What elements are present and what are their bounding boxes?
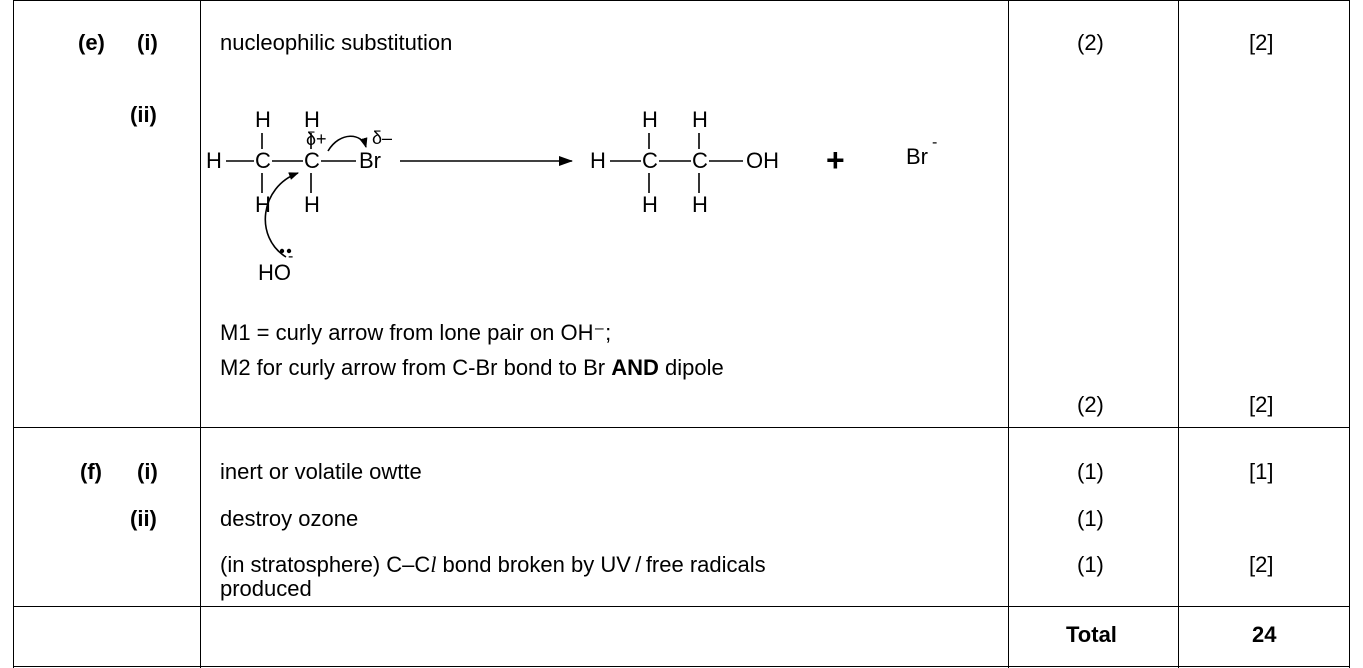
atom-h-left: H — [206, 148, 222, 173]
product-h-bottom-2: H — [692, 192, 708, 217]
total-e-ii: [2] — [1249, 392, 1274, 417]
column-divider-2 — [1008, 0, 1009, 668]
atom-c-1: C — [255, 148, 271, 173]
total-e-i: [2] — [1249, 30, 1274, 55]
bromide-charge: - — [932, 134, 937, 151]
total-f-ii: [2] — [1249, 552, 1274, 577]
total-f-i: [1] — [1249, 459, 1274, 484]
m2-note: M2 for curly arrow from C-Br bond to Br … — [220, 355, 724, 380]
answer-f-ii-2: (in stratosphere) C–Cl bond broken by UV… — [220, 552, 766, 577]
column-divider-1 — [200, 0, 201, 668]
atom-h-top-1: H — [255, 107, 271, 132]
sub-label-e-ii: (ii) — [130, 102, 157, 127]
hydroxide-charge: - — [288, 248, 293, 265]
hydroxide-ho: HO — [258, 260, 291, 285]
reaction-mechanism-diagram: H H H C C Br H H HO - δ+ δ– H H H C C OH… — [206, 107, 937, 285]
column-divider-3 — [1178, 0, 1179, 668]
product-oh: OH — [746, 148, 779, 173]
atom-h-top-2: H — [304, 107, 320, 132]
mark-scheme-table — [13, 0, 1350, 668]
product-h-bottom-1: H — [642, 192, 658, 217]
answer-f-ii-2-line2: produced — [220, 576, 312, 601]
mark-e-ii: (2) — [1077, 392, 1104, 417]
answer-e-i: nucleophilic substitution — [220, 30, 453, 55]
mark-f-ii-1: (1) — [1077, 506, 1104, 531]
plus-sign: + — [826, 142, 845, 178]
answer-f-i: inert or volatile owtte — [220, 459, 422, 484]
product-h-top-1: H — [642, 107, 658, 132]
part-label-e: (e) — [78, 30, 105, 55]
atom-c-2: C — [304, 148, 320, 173]
total-label: Total — [1066, 622, 1117, 647]
total-value: 24 — [1252, 622, 1277, 647]
sub-label-f-ii: (ii) — [130, 506, 157, 531]
mark-e-i: (2) — [1077, 30, 1104, 55]
row-border-f-total — [13, 606, 1350, 607]
sub-label-f-i: (i) — [137, 459, 158, 484]
row-border-top — [13, 0, 1350, 1]
product-c-1: C — [642, 148, 658, 173]
row-border-e-f — [13, 427, 1350, 428]
mark-f-i: (1) — [1077, 459, 1104, 484]
product-h-top-2: H — [692, 107, 708, 132]
delta-plus: δ+ — [306, 129, 327, 149]
product-c-2: C — [692, 148, 708, 173]
product-h-left: H — [590, 148, 606, 173]
part-label-f: (f) — [80, 459, 102, 484]
delta-minus: δ– — [372, 128, 392, 148]
mark-f-ii-2: (1) — [1077, 552, 1104, 577]
atom-br: Br — [359, 148, 381, 173]
atom-h-bottom-1: H — [255, 192, 271, 217]
answer-f-ii-1: destroy ozone — [220, 506, 359, 531]
m1-note: M1 = curly arrow from lone pair on OH⁻; — [220, 320, 612, 345]
bromide-ion: Br — [906, 144, 928, 169]
sub-label-e-i: (i) — [137, 30, 158, 55]
row-border-bottom — [13, 666, 1350, 667]
atom-h-bottom-2: H — [304, 192, 320, 217]
